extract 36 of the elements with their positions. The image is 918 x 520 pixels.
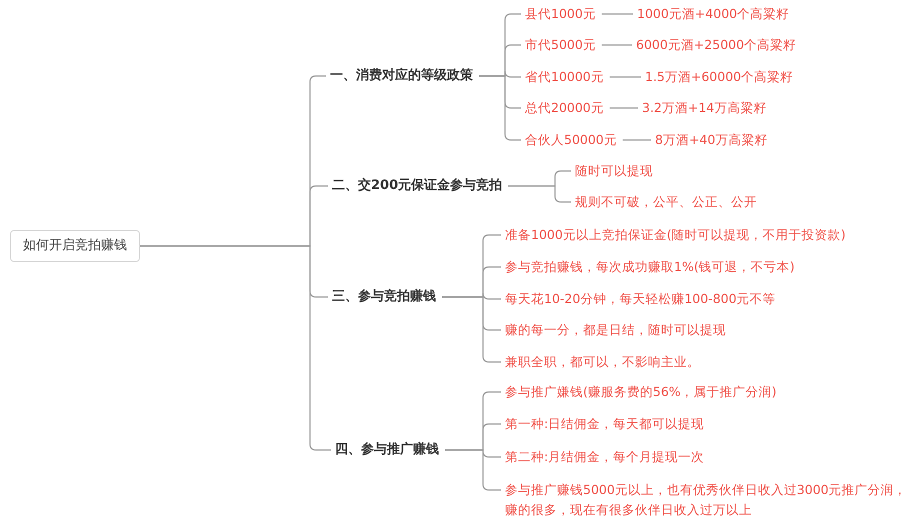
leaf-topic: 8万酒+40万高粱籽 bbox=[655, 131, 768, 149]
connector-line bbox=[140, 245, 331, 451]
connector-line bbox=[442, 296, 501, 363]
leaf-topic: 3.2万酒+14万高粱籽 bbox=[642, 99, 766, 117]
connector-line bbox=[610, 107, 638, 109]
leaf-topic: 县代1000元 bbox=[525, 5, 596, 23]
connector-line bbox=[602, 13, 633, 15]
leaf-topic: 赚的每一分，都是日结，随时可以提现 bbox=[505, 321, 726, 339]
connector-line bbox=[479, 75, 521, 141]
leaf-topic: 规则不可破，公平、公正、公开 bbox=[575, 193, 757, 211]
leaf-topic: 第二种:月结佣金，每个月提现一次 bbox=[505, 448, 704, 466]
leaf-topic: 1.5万酒+60000个高粱籽 bbox=[645, 68, 794, 86]
leaf-topic: 参与竞拍赚钱，每次成功赚取1%(钱可退，不亏本) bbox=[505, 258, 795, 276]
leaf-topic: 参与推广嫌钱(赚服务费的56%，属于推广分润) bbox=[505, 383, 777, 401]
branch-topic: 二、交200元保证金参与竞拍 bbox=[332, 177, 502, 195]
connector-line bbox=[622, 139, 651, 141]
leaf-topic: 每天花10-20分钟，每天轻松赚100-800元不等 bbox=[505, 290, 776, 308]
branch-topic: 一、消费对应的等级政策 bbox=[330, 67, 473, 85]
connector-line bbox=[610, 76, 641, 78]
connector-line bbox=[508, 185, 571, 203]
leaf-topic: 合伙人50000元 bbox=[525, 131, 617, 149]
leaf-topic: 总代20000元 bbox=[525, 99, 604, 117]
connector-line bbox=[602, 44, 632, 46]
branch-topic: 三、参与竞拍赚钱 bbox=[332, 288, 436, 306]
root-topic-box: 如何开启竞拍赚钱 bbox=[10, 230, 140, 262]
branch-topic: 四、参与推广赚钱 bbox=[335, 441, 439, 459]
connector-line bbox=[445, 449, 501, 491]
leaf-topic: 省代10000元 bbox=[525, 68, 604, 86]
leaf-topic: 准备1000元以上竞拍保证金(随时可以提现，不用于投资款) bbox=[505, 226, 846, 244]
leaf-topic: 随时可以提现 bbox=[575, 162, 653, 180]
leaf-topic: 参与推广赚钱5000元以上，也有优秀伙伴日收入过3000元推广分润，赚的很多，现在有很多伙伴日收入过万以上 bbox=[505, 480, 915, 520]
leaf-topic: 兼职全职，都可以，不影响主业。 bbox=[505, 353, 700, 371]
leaf-topic: 市代5000元 bbox=[525, 36, 596, 54]
leaf-topic: 第一种:日结佣金，每天都可以提现 bbox=[505, 415, 704, 433]
leaf-topic: 6000元酒+25000个高粱籽 bbox=[636, 36, 796, 54]
leaf-topic: 1000元酒+4000个高粱籽 bbox=[637, 5, 790, 23]
